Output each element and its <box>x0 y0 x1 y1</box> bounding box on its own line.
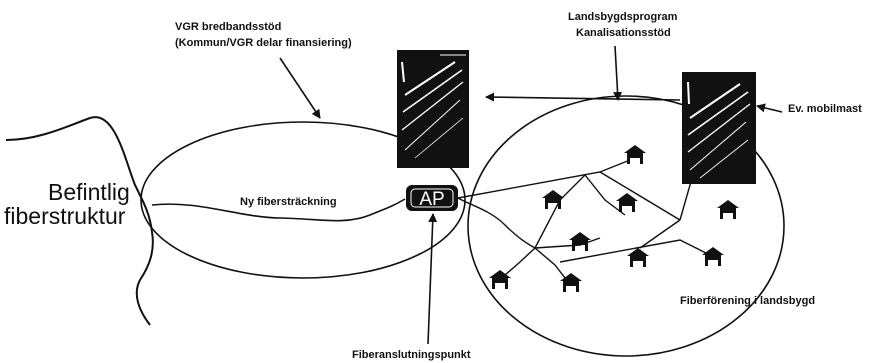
vgr-label-line1: VGR bredbandsstöd <box>175 21 281 33</box>
arrow-to-mast <box>757 106 782 112</box>
house-icon <box>624 145 646 164</box>
ap-label: AP <box>419 189 444 210</box>
fiberanslutning-label: Fiberanslutningspunkt <box>352 349 471 361</box>
vgr-label-line2: (Kommun/VGR delar finansiering) <box>175 37 352 49</box>
access-point: AP <box>406 185 458 211</box>
house-icon <box>627 248 649 267</box>
house-icon <box>702 247 724 266</box>
house-icon <box>717 200 739 219</box>
house-icon <box>616 193 638 212</box>
mobilmast-label: Ev. mobilmast <box>788 103 862 115</box>
landsbygd-label-line1: Landsbygdsprogram <box>568 11 678 23</box>
befintlig-label-line1: Befintlig <box>48 179 130 205</box>
arrow-to-ap <box>428 214 433 344</box>
mobile-mast-photo-right <box>682 72 756 184</box>
network-lines <box>458 150 710 278</box>
befintlig-label-line2: fiberstruktur <box>4 203 126 229</box>
fiberforening-label: Fiberförening i landsbygd <box>680 295 815 307</box>
house-icon <box>542 190 564 209</box>
ny-fiber-label: Ny fibersträckning <box>240 196 337 208</box>
mobile-mast-photo-left <box>397 50 469 168</box>
arrow-to-ellipse <box>280 58 320 118</box>
landsbygd-label-line2: Kanalisationsstöd <box>576 27 671 39</box>
arrow-from-landsbygd <box>615 46 618 100</box>
house-icon <box>569 232 591 251</box>
